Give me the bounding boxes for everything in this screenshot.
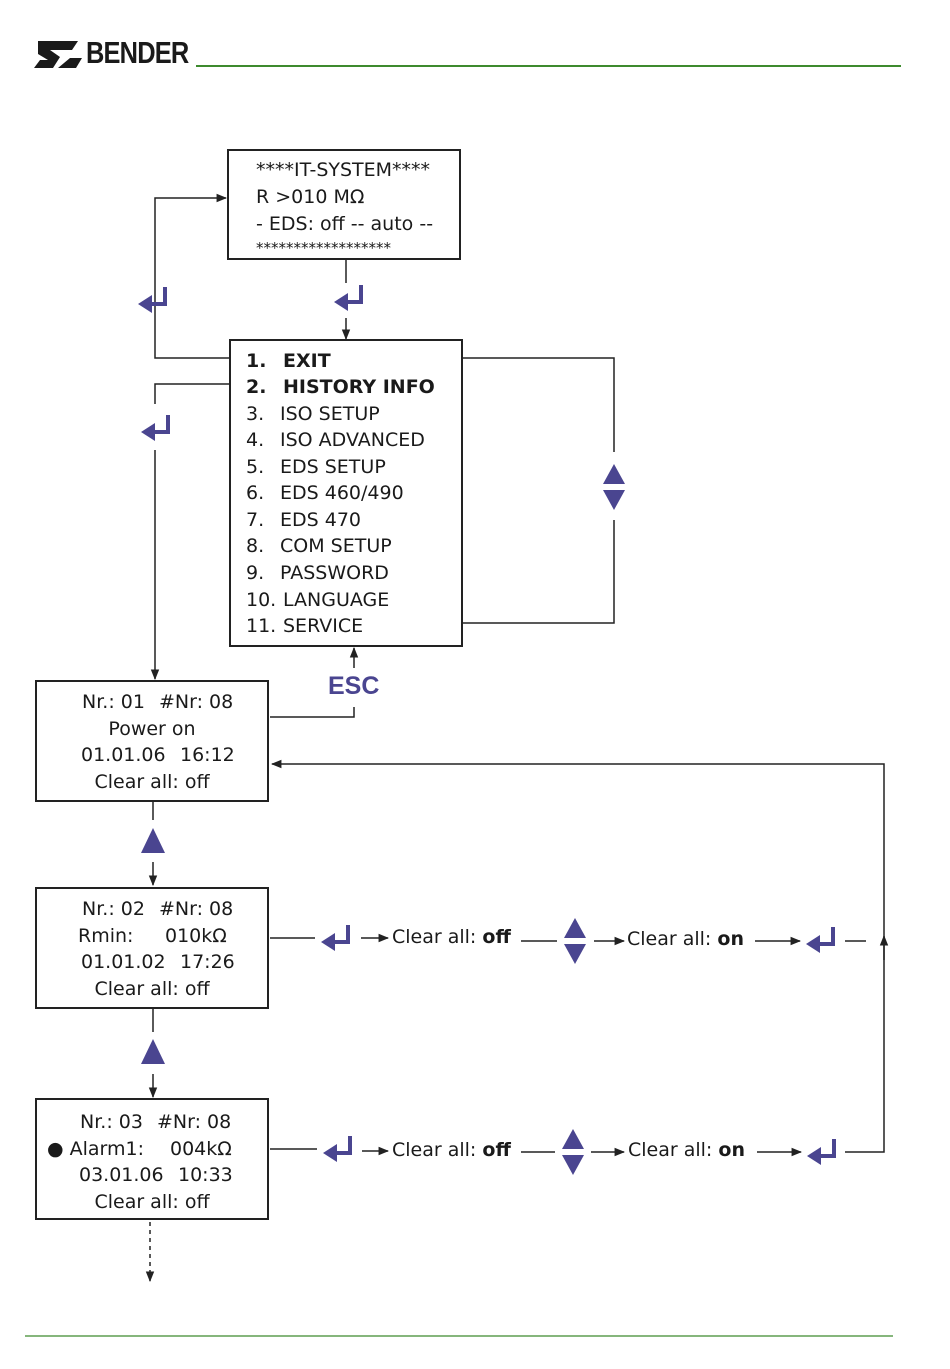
- clear-all-on-label: Clear all: on: [628, 1139, 745, 1161]
- record-time: 10:33: [178, 1164, 233, 1186]
- enter-icon[interactable]: [136, 285, 167, 315]
- record-value: 010kΩ: [165, 925, 227, 947]
- record-event: Power on: [108, 718, 196, 740]
- menu-item-eds-460-490[interactable]: 6.EDS 460/490: [246, 482, 404, 504]
- up-down-arrows-icon[interactable]: [562, 1129, 584, 1175]
- enter-icon[interactable]: [319, 923, 350, 953]
- display-line-2: R >010 MΩ: [256, 186, 365, 208]
- esc-label[interactable]: ESC: [328, 672, 380, 700]
- record-total: #Nr: 08: [157, 1111, 232, 1133]
- record-total: #Nr: 08: [159, 691, 234, 713]
- record-time: 16:12: [180, 744, 235, 766]
- record-clear-all[interactable]: Clear all: off: [94, 1191, 210, 1213]
- record-date: 01.01.06: [81, 744, 166, 766]
- record-date: 01.01.02: [81, 951, 166, 973]
- menu-item-language[interactable]: 10.LANGUAGE: [246, 589, 390, 611]
- record-time: 17:26: [180, 951, 235, 973]
- menu-item-eds-setup[interactable]: 5.EDS SETUP: [246, 456, 386, 478]
- record-number: Nr.: 03: [80, 1111, 143, 1133]
- brand-name: BENDER: [86, 35, 189, 70]
- menu-item-com-setup[interactable]: 8.COM SETUP: [246, 535, 392, 557]
- main-menu: 1.EXIT 2.HISTORY INFO 3.ISO SETUP 4.ISO …: [229, 339, 463, 647]
- enter-icon[interactable]: [805, 1137, 836, 1167]
- record-date: 03.01.06: [79, 1164, 164, 1186]
- menu-item-exit[interactable]: 1.EXIT: [246, 350, 331, 372]
- enter-icon[interactable]: [332, 283, 363, 313]
- menu-item-service[interactable]: 11.SERVICE: [246, 615, 364, 637]
- enter-icon[interactable]: [804, 925, 835, 955]
- display-line-3: - EDS: off -- auto --: [256, 213, 434, 235]
- display-line-1: ****IT-SYSTEM****: [256, 159, 431, 181]
- record-clear-all[interactable]: Clear all: off: [94, 771, 210, 793]
- clear-all-off-label: Clear all: off: [392, 1139, 511, 1161]
- record-total: #Nr: 08: [159, 898, 234, 920]
- menu-item-eds-470[interactable]: 7.EDS 470: [246, 509, 362, 531]
- up-down-arrows-icon[interactable]: [564, 918, 586, 964]
- record-event: ● Alarm1:: [47, 1138, 145, 1160]
- menu-item-iso-setup[interactable]: 3.ISO SETUP: [246, 403, 380, 425]
- history-record-2: Nr.: 02 #Nr: 08 Rmin: 010kΩ 01.01.02 17:…: [35, 887, 269, 1009]
- enter-icon[interactable]: [321, 1134, 352, 1164]
- history-record-1: Nr.: 01 #Nr: 08 Power on 01.01.06 16:12 …: [35, 680, 269, 802]
- display-line-4: ******************: [256, 239, 391, 257]
- menu-item-iso-advanced[interactable]: 4.ISO ADVANCED: [246, 429, 425, 451]
- up-arrow-icon[interactable]: [141, 1039, 165, 1064]
- menu-item-password[interactable]: 9.PASSWORD: [246, 562, 389, 584]
- record-clear-all[interactable]: Clear all: off: [94, 978, 210, 1000]
- menu-item-history-info[interactable]: 2.HISTORY INFO: [246, 376, 435, 398]
- record-number: Nr.: 01: [82, 691, 145, 713]
- history-record-3: Nr.: 03 #Nr: 08 ● Alarm1: 004kΩ 03.01.06…: [35, 1098, 269, 1220]
- enter-icon[interactable]: [139, 413, 170, 443]
- display-box: ****IT-SYSTEM**** R >010 MΩ - EDS: off -…: [227, 149, 461, 260]
- clear-all-off-label: Clear all: off: [392, 926, 511, 948]
- up-down-arrows-icon[interactable]: [603, 464, 625, 510]
- clear-all-on-label: Clear all: on: [627, 928, 744, 950]
- bender-logo-icon: [34, 41, 82, 68]
- record-value: 004kΩ: [170, 1138, 232, 1160]
- up-arrow-icon[interactable]: [141, 828, 165, 853]
- record-event: Rmin:: [78, 925, 134, 947]
- record-number: Nr.: 02: [82, 898, 145, 920]
